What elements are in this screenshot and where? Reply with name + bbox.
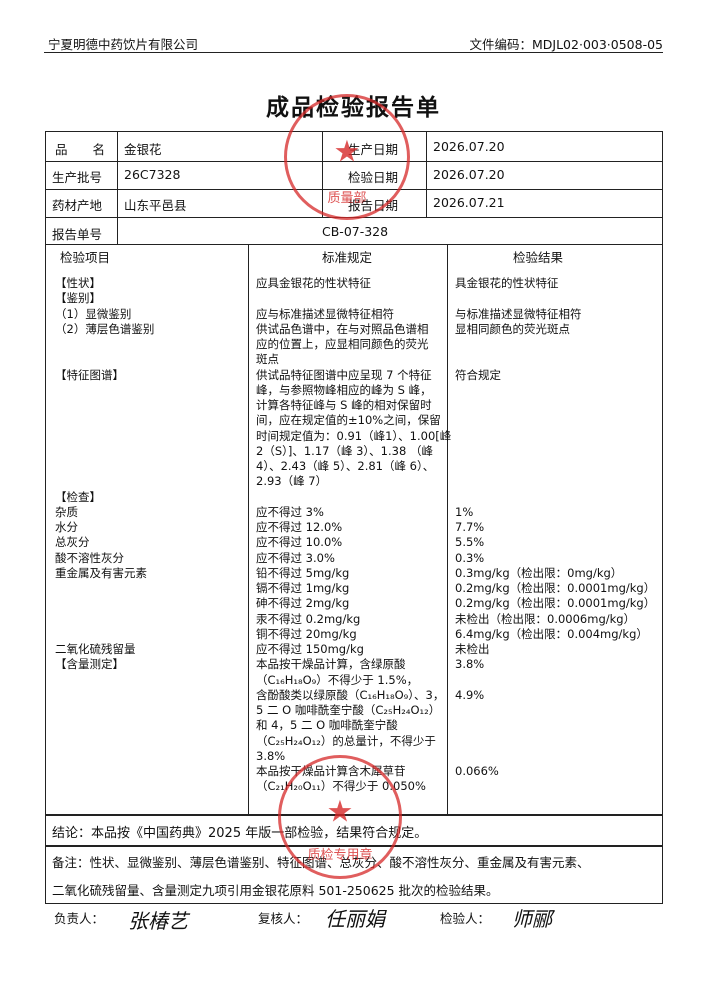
row-result: 0.3% — [455, 550, 485, 565]
row-result: 0.2mg/kg（检出限：0.0001mg/kg） — [455, 596, 656, 611]
test-date-value: 2026.07.20 — [433, 167, 505, 182]
row-standard: 应不得过 3.0% — [256, 550, 335, 565]
row-standard: 3.8% — [256, 748, 286, 763]
row-standard: 应与标准描述显微特征相符 — [256, 306, 394, 321]
row-item: 酸不溶性灰分 — [55, 550, 124, 565]
row-result: 3.8% — [455, 657, 485, 672]
col-line — [117, 131, 118, 217]
row-result: 1% — [455, 504, 474, 519]
row-standard: 供试品色谱中，在与对照品色谱相 — [256, 321, 429, 336]
row-standard: 应不得过 12.0% — [256, 520, 343, 534]
column-header-result: 检验结果 — [513, 250, 564, 265]
row-standard: 峰，与参照物峰相应的峰为 S 峰， — [256, 382, 432, 397]
row-standard: 汞不得过 0.2mg/kg — [256, 611, 361, 626]
stamp-text: 质量部 — [327, 191, 367, 206]
file-number: 文件编码：MDJL02·003·0508-05 — [469, 37, 664, 52]
origin-value: 山东平邑县 — [124, 198, 187, 213]
row-result: 符合规定 — [455, 367, 501, 382]
responsible-label: 负责人： — [54, 911, 105, 926]
row-item: 【鉴别】 — [55, 291, 101, 306]
row-line — [45, 244, 663, 245]
row-item: （2）薄层色谱鉴别 — [55, 321, 155, 336]
col-line — [447, 244, 448, 814]
row-result: 具金银花的性状特征 — [455, 276, 559, 290]
row-standard: （C₁₆H₁₈O₉）不得少于 1.5%， — [256, 672, 419, 687]
row-result: 未检出（检出限：0.0006mg/kg） — [455, 611, 636, 626]
stamp-star-icon: ★ — [326, 794, 354, 830]
product-label: 品 名 — [55, 142, 106, 157]
row-item: 杂质 — [55, 504, 78, 519]
row-result: 与标准描述显微特征相符 — [455, 306, 582, 321]
row-standard: 间，应在规定值的±10%之间，保留 — [256, 413, 441, 428]
row-standard: 含酚酸类以绿原酸（C₁₆H₁₈O₉）、3， — [256, 687, 445, 702]
row-item: （1）显微鉴别 — [55, 306, 132, 321]
batch-value: 26C7328 — [124, 167, 181, 182]
row-result: 0.2mg/kg（检出限：0.0001mg/kg） — [455, 581, 656, 595]
row-standard: （C₂₅H₂₄O₁₂）的总量计，不得少于 — [256, 733, 436, 748]
row-standard: 2（S）]、1.17（峰 3）、1.38 （峰 — [256, 443, 433, 458]
row-standard: 铅不得过 5mg/kg — [256, 565, 350, 580]
inspector-signature: 师郦 — [512, 907, 552, 931]
row-standard: 本品按干燥品计算，含绿原酸 — [256, 657, 406, 672]
column-header-item: 检验项目 — [60, 250, 111, 265]
row-item: 二氧化硫残留量 — [55, 642, 136, 656]
column-header-standard: 标准规定 — [322, 250, 373, 265]
stamp-star-icon: ★ — [333, 134, 361, 170]
row-result: 4.9% — [455, 687, 485, 702]
header-divider — [44, 52, 663, 53]
row-result: 7.7% — [455, 520, 485, 534]
row-standard: 5 二 O 咖啡酰奎宁酸（C₂₅H₂₄O₁₂） — [256, 703, 441, 717]
report-no-value: CB-07-328 — [322, 224, 389, 239]
row-standard: 斑点 — [256, 352, 279, 367]
reviewer-signature: 任丽娟 — [325, 907, 385, 931]
row-result: 0.3mg/kg（检出限：0mg/kg） — [455, 565, 623, 580]
row-item: 总灰分 — [55, 535, 90, 550]
row-item: 【含量测定】 — [55, 657, 124, 672]
row-standard: 应具金银花的性状特征 — [256, 276, 371, 290]
row-result: 显相同颜色的荧光斑点 — [455, 321, 570, 336]
responsible-signature: 张椿艺 — [128, 909, 188, 933]
col-line — [426, 131, 427, 217]
row-standard: 应不得过 3% — [256, 504, 324, 519]
row-standard: 时间规定值为：0.91（峰1）、1.00[峰 — [256, 428, 452, 443]
inspector-label: 检验人： — [440, 911, 491, 926]
row-standard: 计算各特征峰与 S 峰的相对保留时 — [256, 398, 432, 412]
row-result: 5.5% — [455, 535, 485, 550]
stamp-text: 质检专用章 — [307, 848, 373, 863]
row-standard: 铜不得过 20mg/kg — [256, 626, 357, 641]
origin-label: 药材产地 — [52, 198, 103, 213]
report-date-value: 2026.07.21 — [433, 195, 505, 210]
company-name: 宁夏明德中药饮片有限公司 — [48, 37, 199, 52]
row-item: 【检查】 — [55, 489, 101, 504]
row-item: 【特征图谱】 — [55, 367, 124, 382]
col-line — [117, 217, 118, 244]
quality-stamp-bottom: ★ 质检专用章 — [278, 755, 402, 879]
row-standard: 应的位置上，应显相同颜色的荧光 — [256, 337, 429, 351]
col-line — [248, 244, 249, 814]
reviewer-label: 复核人： — [258, 911, 309, 926]
row-item: 重金属及有害元素 — [55, 565, 147, 580]
row-result: 6.4mg/kg（检出限：0.004mg/kg） — [455, 626, 648, 641]
row-result: 未检出 — [455, 642, 490, 656]
product-value: 金银花 — [124, 142, 162, 157]
row-standard: 4）、2.43（峰 5）、2.81（峰 6）、 — [256, 459, 435, 473]
row-standard: 镉不得过 1mg/kg — [256, 581, 350, 595]
row-standard: 应不得过 10.0% — [256, 535, 343, 550]
batch-label: 生产批号 — [52, 170, 103, 185]
row-standard: 2.93（峰 7） — [256, 474, 328, 489]
row-standard: 应不得过 150mg/kg — [256, 642, 364, 656]
row-standard: 供试品特征图谱中应呈现 7 个特征 — [256, 367, 432, 382]
row-item: 水分 — [55, 520, 78, 534]
row-standard: 砷不得过 2mg/kg — [256, 596, 350, 611]
row-item: 【性状】 — [55, 276, 101, 290]
quality-stamp-top: ★ 质量部 — [284, 94, 410, 220]
prod-date-value: 2026.07.20 — [433, 139, 505, 154]
row-standard: 和 4，5 二 O 咖啡酰奎宁酸 — [256, 718, 398, 733]
remarks-line-2: 二氧化硫残留量、含量测定九项引用金银花原料 501-250625 批次的检验结果… — [52, 883, 499, 898]
report-no-label: 报告单号 — [52, 227, 103, 242]
row-result: 0.066% — [455, 764, 499, 778]
